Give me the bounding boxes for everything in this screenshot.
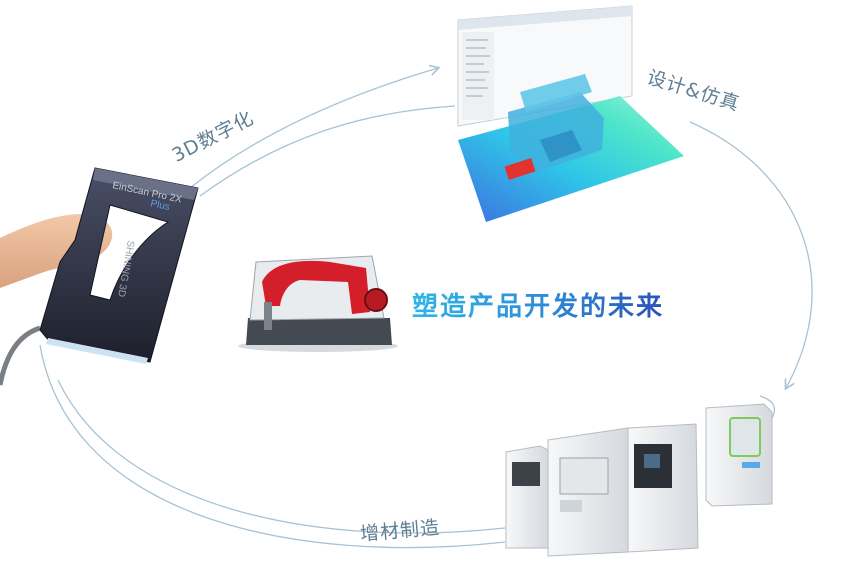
scanner-edition-label: Plus: [149, 198, 170, 213]
arc-design-to-manufacture: [689, 121, 813, 391]
3d-printers-illustration: [505, 403, 773, 557]
assembly-base: [246, 318, 392, 345]
scanner-cable: [0, 325, 41, 386]
software-tree-panel: [462, 32, 494, 120]
scanner-top-edge: [93, 168, 198, 200]
simulated-machine-model: [504, 74, 604, 180]
printer-middle-window: [559, 457, 609, 495]
printer-small-indicator: [742, 462, 760, 468]
scanner-front-light: [46, 338, 148, 364]
simulation-software-illustration: [457, 5, 684, 222]
arc-design-inner: [199, 105, 456, 197]
printer-left-panel: [512, 462, 540, 486]
cycle-arcs: [39, 64, 813, 549]
printer-left: [505, 445, 549, 549]
printer-middle-port: [560, 500, 582, 512]
mechanical-assembly-illustration: [238, 255, 398, 352]
arc-manufacture-to-digitize-outer: [39, 344, 506, 549]
printer-right-screen: [644, 454, 660, 468]
arc-digitize-to-design: [189, 64, 441, 189]
assembly-red-arm: [262, 260, 370, 314]
assembly-wheel: [364, 288, 388, 312]
handheld-scanner-illustration: EinScan Pro 2X Plus SHINING 3D: [0, 167, 199, 386]
arc-manufacture-to-digitize-inner: [57, 379, 506, 534]
software-tree-lines: [466, 39, 490, 97]
scanner-body: [39, 167, 199, 363]
printer-small-window: [729, 417, 761, 457]
center-title: 塑造产品开发的未来: [412, 286, 664, 323]
software-toolbar: [458, 6, 632, 30]
assembly-needle-bar: [264, 302, 272, 330]
